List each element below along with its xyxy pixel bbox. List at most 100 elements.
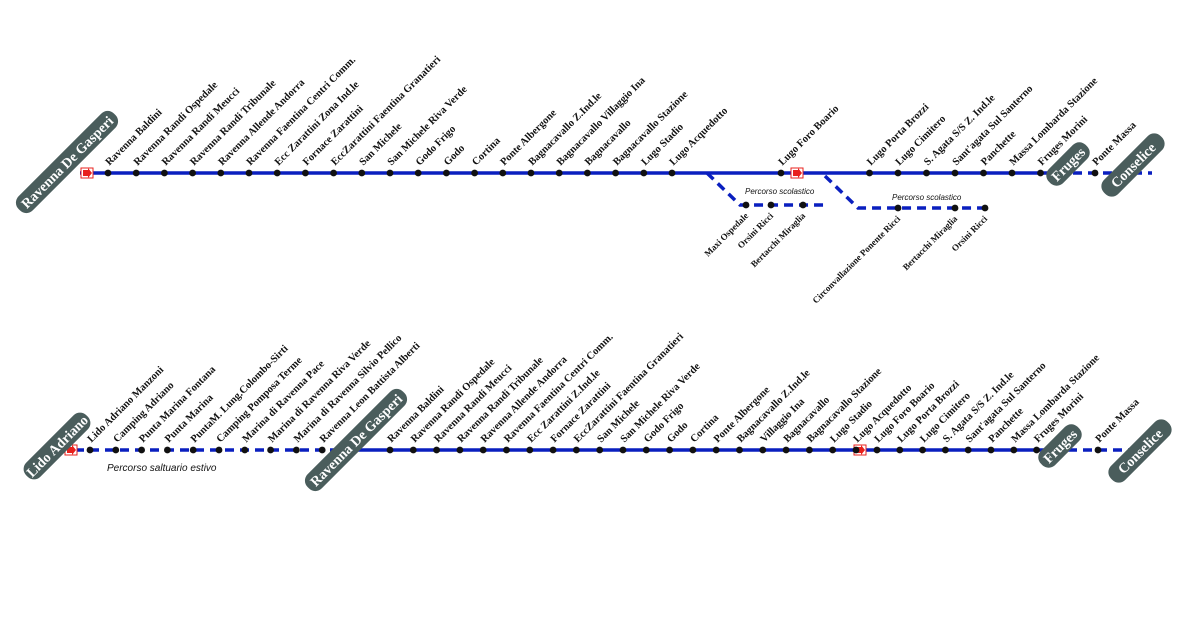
stop-dot	[736, 446, 743, 454]
stop-dot	[919, 446, 926, 454]
stop-dot	[479, 446, 487, 454]
stop-dot	[806, 446, 813, 454]
stop-dot	[642, 446, 650, 454]
stop-label: Ponte Massa	[1094, 397, 1143, 446]
stop-dot	[161, 169, 168, 177]
stop-dot	[668, 169, 676, 177]
terminal-badge	[1046, 142, 1090, 186]
stop-dot	[358, 169, 366, 177]
stop-dot	[215, 446, 223, 454]
stop-dot	[1033, 446, 1040, 454]
stop-dot	[981, 204, 989, 212]
stop-dot	[217, 169, 225, 177]
terminal-badge	[15, 110, 119, 214]
terminal-badge	[304, 388, 408, 492]
stop-label: Bertacchi Miraglia	[749, 210, 808, 269]
stop-dot	[894, 204, 902, 212]
stop-dot	[132, 169, 140, 177]
route-1-branch-1-line	[705, 171, 825, 207]
stop-dot	[767, 201, 775, 209]
stop-dot	[1094, 446, 1102, 454]
stop-dot	[596, 446, 604, 454]
stop-dot	[138, 446, 146, 454]
route-1-branch-2-note: Percorso scolastico	[892, 193, 962, 202]
stop-dot	[612, 169, 619, 177]
route-1-branch-1-note: Percorso scolastico	[745, 187, 815, 196]
stop-dot	[471, 169, 478, 177]
route-2-seasonal-note: Percorso saltuario estivo	[107, 463, 217, 474]
stop-dot	[503, 446, 510, 454]
stop-dot	[584, 169, 591, 177]
stop-dot	[318, 446, 326, 454]
stop-dot	[549, 446, 557, 454]
stop-dot	[829, 446, 837, 454]
stop-label: Marina di Ravenna Silvio Pellico	[292, 333, 404, 445]
stop-dot	[409, 446, 417, 454]
stop-dot	[1010, 446, 1018, 454]
stop-dot	[980, 169, 987, 177]
route-2-lines	[60, 444, 1150, 456]
stop-dot	[640, 169, 648, 177]
stop-dot	[443, 169, 450, 177]
stop-dot	[742, 201, 750, 209]
terminal-lido-adriano: Lido Adriano	[23, 412, 92, 481]
stop-dot	[942, 446, 949, 454]
stop-dot	[527, 169, 535, 177]
stop-dot	[241, 446, 249, 454]
stop-dot	[1091, 169, 1099, 177]
stop-dot	[964, 446, 972, 454]
terminal-badge	[1108, 419, 1172, 483]
stop-dot	[712, 446, 720, 454]
stop-dot	[619, 446, 627, 454]
stop-dot	[799, 201, 807, 209]
stop-label: Lugo Cimitero	[894, 114, 948, 168]
stop-dot	[245, 169, 253, 177]
stop-dot	[273, 169, 281, 177]
stop-dot	[267, 446, 274, 454]
stop-dot	[555, 169, 563, 177]
stop-label: Circonvallazione Ponente Ricci	[810, 213, 902, 305]
stop-dot	[104, 169, 112, 177]
stop-dot	[189, 169, 197, 177]
stop-dot	[1037, 169, 1044, 177]
route-1-branch-2-line	[823, 174, 985, 210]
stop-label: Lugo Foro Boario	[777, 103, 842, 168]
route-notes: Percorso scolastico Percorso scolastico …	[107, 187, 962, 474]
terminal-badge	[1038, 424, 1082, 468]
stop-dot	[896, 446, 904, 454]
stop-dot	[852, 446, 860, 454]
stop-dot	[866, 169, 873, 177]
stop-dot	[112, 446, 120, 454]
terminal-label: Conselice	[1116, 427, 1167, 478]
stop-dot	[293, 446, 300, 454]
stop-dot	[951, 204, 959, 212]
stop-dot	[499, 169, 507, 177]
stop-dot	[573, 446, 580, 454]
stop-dot	[386, 169, 394, 177]
terminal-label: Ravenna De Gasperi	[19, 114, 117, 212]
stop-dot	[414, 169, 422, 177]
terminal-badge	[23, 412, 91, 480]
stop-dot	[164, 446, 171, 454]
stop-dot	[302, 169, 309, 177]
stop-label: Massa Lombarda Stazione	[1010, 352, 1103, 445]
stop-dot	[759, 446, 767, 454]
terminal-conselice: Conselice	[1101, 133, 1165, 197]
stop-label: Cortina	[470, 135, 503, 168]
stop-dot	[526, 446, 534, 454]
stop-dot	[873, 446, 881, 454]
terminal-badge	[1101, 133, 1165, 197]
stop-dot	[189, 446, 197, 454]
stop-dot	[923, 169, 930, 177]
stop-label: Bertacchi Miraglia	[901, 213, 960, 272]
stop-dot	[689, 446, 697, 454]
stop-dot	[666, 446, 673, 454]
stop-dot	[987, 446, 995, 454]
stop-dot	[894, 169, 902, 177]
stop-dot	[456, 446, 464, 454]
direction-arrow-icon	[790, 167, 804, 179]
stop-dot	[86, 446, 94, 454]
